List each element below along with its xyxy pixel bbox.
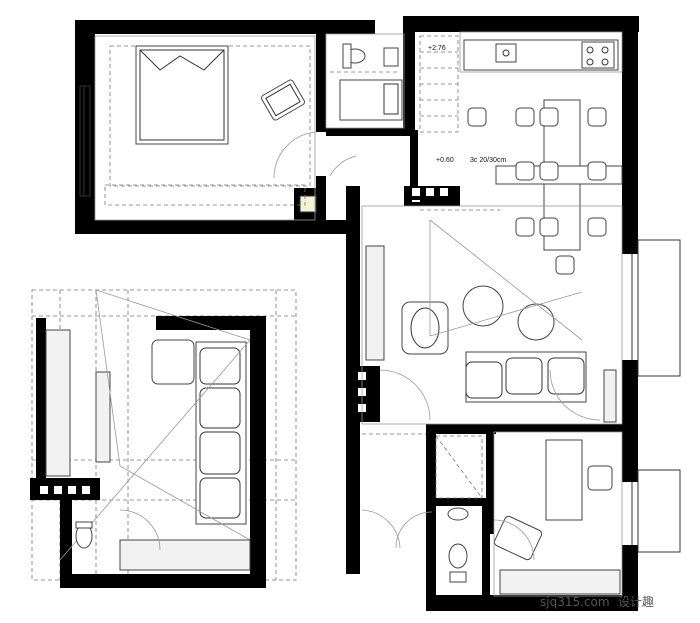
exterior-walls	[75, 16, 639, 611]
armchair-icon	[261, 79, 305, 121]
watermark-site: sjq315.com	[540, 595, 610, 609]
desk	[545, 439, 583, 521]
living-room	[361, 205, 681, 597]
upper-floor-plan	[30, 289, 297, 588]
armchair-icon	[493, 515, 543, 561]
bedroom	[79, 35, 317, 221]
toilet-icon	[448, 543, 468, 583]
sink-icon	[495, 43, 517, 63]
toilet-icon	[342, 43, 366, 69]
stove-icon	[581, 41, 615, 69]
bathroom	[325, 33, 405, 177]
coffee-table	[462, 285, 504, 327]
coffee-table	[517, 303, 555, 341]
level-marker-kitchen: +2.76	[428, 45, 446, 52]
kitchen: +2.76 +0.60 3c 20/30cm	[419, 31, 681, 377]
shelf	[95, 371, 111, 463]
small-bathroom	[361, 433, 483, 583]
tv-cabinet	[365, 245, 385, 361]
bed	[135, 45, 229, 145]
toilet-icon	[75, 521, 93, 549]
sink-icon	[383, 47, 399, 67]
watermark-brand: 设计趣	[618, 594, 654, 609]
watermark: sjq315.com 设计趣	[540, 594, 654, 609]
level-marker-dining: +0.60	[436, 157, 454, 164]
stair-note: 3c 20/30cm	[470, 157, 506, 164]
staircase	[419, 35, 459, 133]
chair-icon	[467, 107, 607, 275]
sofa	[465, 351, 587, 403]
bathtub	[339, 79, 403, 121]
sink-icon	[447, 507, 469, 521]
armchair-icon	[401, 301, 449, 355]
